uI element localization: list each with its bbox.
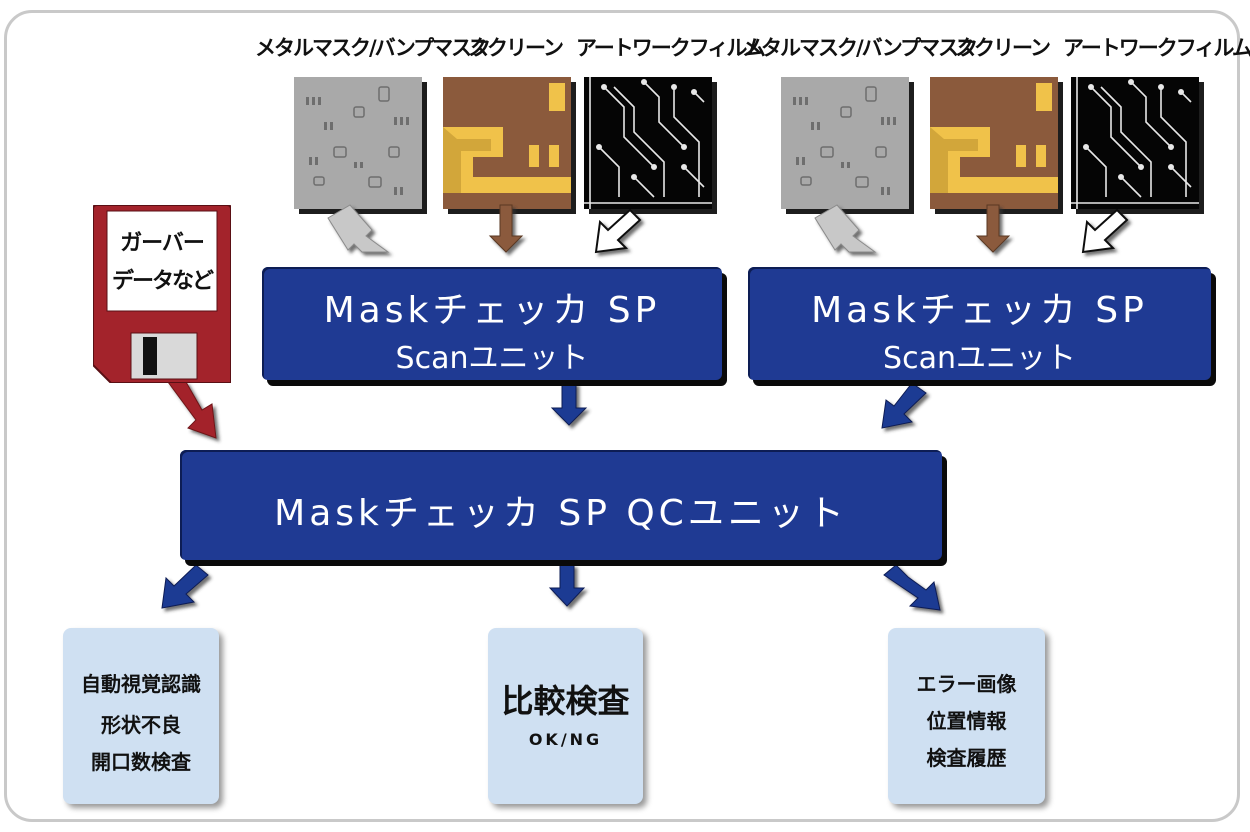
output-right-line3: 検査履歴 bbox=[926, 746, 1007, 770]
artwork-film-image-left bbox=[584, 77, 712, 209]
output-auto-visual-recognition: 自動視覚認識 形状不良 開口数検査 bbox=[63, 628, 219, 804]
arrow-qc-to-right-output bbox=[883, 564, 941, 611]
arrow-qc-to-left-output bbox=[161, 564, 209, 609]
output-error-info: エラー画像 位置情報 検査履歴 bbox=[888, 628, 1045, 804]
qc-unit: Maskチェッカ SP QCユニット bbox=[180, 450, 942, 560]
scan-unit-right-title: Maskチェッカ SP bbox=[811, 290, 1148, 331]
scan-unit-left: Maskチェッカ SP Scanユニット bbox=[262, 267, 722, 380]
output-left-line2: 形状不良 bbox=[101, 713, 181, 737]
arrow-film-right bbox=[1081, 208, 1129, 254]
label-artwork-film-right: アートワークフィルム bbox=[1063, 36, 1250, 60]
artwork-film-image-right bbox=[1071, 77, 1199, 209]
output-right-line1: エラー画像 bbox=[916, 672, 1017, 696]
label-metal-mask-right: メタルマスク/バンプマスク bbox=[742, 36, 978, 60]
screen-image-left bbox=[443, 77, 571, 209]
output-center-sub: OK/NG bbox=[528, 730, 603, 749]
metal-mask-image-left bbox=[294, 77, 422, 209]
arrow-screen-right bbox=[975, 204, 1011, 253]
floppy-label-line2: データなど bbox=[111, 269, 214, 294]
arrow-metal-mask-right bbox=[814, 204, 877, 253]
metal-mask-image-right bbox=[781, 77, 909, 209]
label-artwork-film-left: アートワークフィルム bbox=[576, 36, 766, 60]
scan-unit-right-subtitle: Scanユニット bbox=[883, 341, 1076, 376]
arrow-screen-left bbox=[488, 204, 524, 253]
arrow-scan-left-to-qc bbox=[550, 382, 588, 426]
arrow-film-left bbox=[594, 208, 642, 254]
output-left-line3: 開口数検査 bbox=[91, 750, 191, 774]
label-metal-mask-left: メタルマスク/バンプマスク bbox=[255, 36, 491, 60]
label-screen-right: スクリーン bbox=[955, 36, 1051, 60]
scan-unit-left-title: Maskチェッカ SP bbox=[323, 290, 661, 331]
label-screen-left: スクリーン bbox=[468, 36, 564, 60]
arrow-metal-mask-left bbox=[327, 204, 390, 253]
scan-unit-right: Maskチェッカ SP Scanユニット bbox=[748, 267, 1211, 380]
arrow-scan-right-to-qc bbox=[881, 382, 927, 429]
scan-unit-left-subtitle: Scanユニット bbox=[395, 341, 589, 376]
floppy-label-line1: ガーバー bbox=[120, 231, 205, 256]
output-comparison-inspection: 比較検査 OK/NG bbox=[488, 628, 643, 804]
output-left-line1: 自動視覚認識 bbox=[81, 672, 201, 696]
output-right-line2: 位置情報 bbox=[926, 709, 1007, 733]
output-center-title: 比較検査 bbox=[501, 682, 630, 720]
arrow-floppy-to-qc bbox=[167, 381, 217, 439]
screen-image-right bbox=[930, 77, 1058, 209]
arrow-qc-to-center-output bbox=[548, 564, 586, 607]
gerber-data-floppy: ガーバー データなど bbox=[93, 205, 231, 383]
qc-unit-title: Maskチェッカ SP QCユニット bbox=[274, 493, 848, 534]
